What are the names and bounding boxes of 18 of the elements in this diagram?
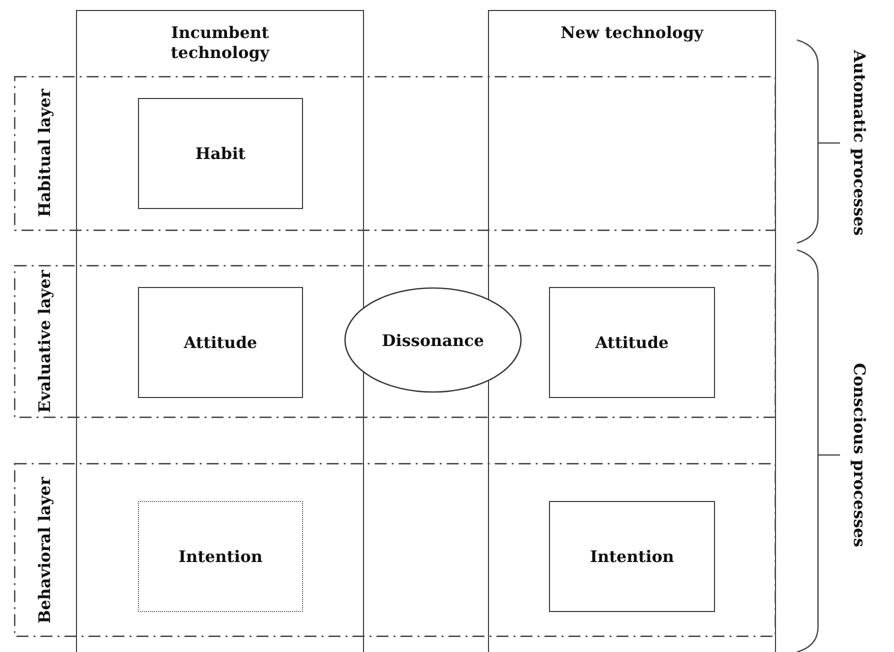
node-label: Attitude — [184, 333, 258, 352]
node-label: Habit — [195, 144, 246, 163]
node-label: Attitude — [595, 333, 669, 352]
layer-label: Behavioral layer — [34, 476, 55, 626]
bracket-label: Conscious processes — [849, 363, 870, 548]
column-heading: New technology — [560, 23, 705, 43]
concept-box — [549, 501, 715, 612]
node-label: Intention — [590, 547, 674, 566]
layer-label: Evaluative layer — [34, 268, 55, 415]
layer-label: Habitual layer — [34, 88, 55, 220]
concept-box — [138, 501, 303, 612]
concept-box — [138, 98, 303, 209]
bracket-label: Automatic processes — [849, 50, 870, 236]
node-label: Dissonance — [382, 330, 484, 350]
concept-box — [549, 287, 715, 398]
column-heading: Incumbent technology — [170, 23, 271, 63]
node-label: Intention — [178, 547, 263, 566]
concept-box — [138, 287, 303, 398]
